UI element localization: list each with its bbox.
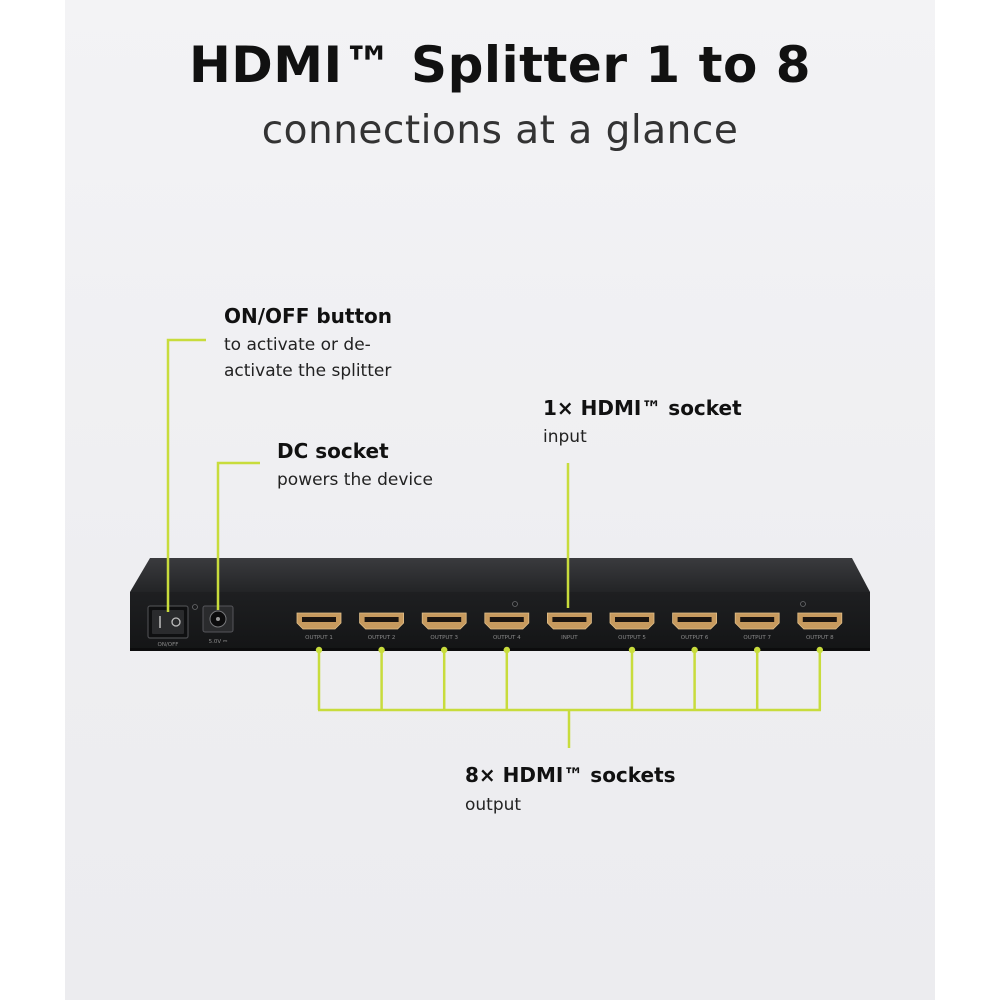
hdmi-port-slot-icon — [427, 617, 462, 622]
hdmi-port-slot-icon — [615, 617, 649, 622]
dc-socket-callout-title: DC socket — [277, 439, 389, 463]
hdmi-port-output-3: OUTPUT 3 — [421, 612, 467, 641]
on-off-callout-desc-2: activate the splitter — [224, 361, 392, 381]
dc-socket-leader-line — [216, 461, 260, 610]
page-title: HDMI™ Splitter 1 to 8 — [188, 36, 812, 94]
hdmi-port-output-2: OUTPUT 2 — [359, 612, 404, 641]
hdmi-port-label: OUTPUT 3 — [430, 635, 458, 641]
hdmi-port-slot-icon — [552, 617, 587, 622]
hdmi-port-output-7: OUTPUT 7 — [734, 612, 780, 641]
on-off-callout-desc-1: to activate or de- — [224, 335, 371, 355]
on-off-callout-title: ON/OFF button — [224, 304, 392, 328]
hdmi-port-slot-icon — [302, 617, 336, 622]
hdmi-port-label: OUTPUT 8 — [806, 635, 834, 641]
hdmi-port-slot-icon — [740, 617, 775, 622]
output-drop-dot — [441, 646, 448, 654]
outputs-callout-desc: output — [465, 795, 522, 815]
hdmi-port-label: INPUT — [561, 635, 578, 641]
output-drop-dot — [691, 646, 698, 654]
output-drop-dot — [754, 646, 761, 654]
device-top-face — [130, 558, 870, 592]
device-bottom-edge — [130, 648, 870, 651]
hdmi-port-output-5: OUTPUT 5 — [609, 612, 655, 641]
output-drop-dot — [816, 646, 823, 654]
page-subtitle: connections at a glance — [261, 108, 739, 153]
outputs-callout-title: 8× HDMI™ sockets — [465, 763, 676, 787]
hdmi-port-output-8: OUTPUT 8 — [797, 612, 843, 641]
dc-socket-icon — [192, 604, 234, 633]
hdmi-port-output-1: OUTPUT 1 — [296, 612, 342, 641]
output-drop-dot — [503, 646, 510, 654]
on-off-switch-label: ON/OFF — [158, 642, 179, 648]
input-callout-desc: input — [543, 427, 587, 447]
output-8-led-icon — [800, 601, 806, 607]
dc-socket-callout-desc: powers the device — [277, 470, 433, 490]
hdmi-port-label: OUTPUT 4 — [493, 635, 521, 641]
output-drop-dot — [378, 646, 385, 654]
hdmi-ports: OUTPUT 1 OUTPUT 2 OUTPUT 3 OUTPUT 4 INPUT OUT… — [296, 612, 843, 641]
hdmi-port-label: OUTPUT 1 — [305, 635, 333, 641]
output-drop-dot — [628, 646, 636, 654]
hdmi-port-slot-icon — [677, 617, 712, 622]
background-panel — [65, 0, 935, 1000]
input-led-icon — [512, 601, 518, 607]
hdmi-port-label: OUTPUT 7 — [743, 635, 771, 641]
on-off-switch-icon — [147, 605, 189, 639]
hdmi-port-label: OUTPUT 6 — [681, 635, 709, 641]
hdmi-port-label: OUTPUT 2 — [368, 635, 396, 641]
hdmi-port-slot-icon — [802, 617, 837, 622]
hdmi-port-input: INPUT — [547, 612, 592, 641]
hdmi-port-label: OUTPUT 5 — [618, 635, 646, 641]
hdmi-port-slot-icon — [364, 617, 399, 622]
output-drop-dot — [315, 646, 323, 654]
dc-socket-label: 5.0V ⎓ — [209, 639, 228, 645]
input-callout-title: 1× HDMI™ socket — [543, 396, 742, 420]
output-leader-drops — [315, 646, 823, 710]
on-off-leader-line — [166, 338, 206, 612]
hdmi-port-output-4: OUTPUT 4 — [484, 612, 530, 641]
hdmi-port-output-6: OUTPUT 6 — [672, 612, 717, 641]
leader-lines — [166, 338, 823, 748]
hdmi-port-slot-icon — [489, 617, 524, 622]
